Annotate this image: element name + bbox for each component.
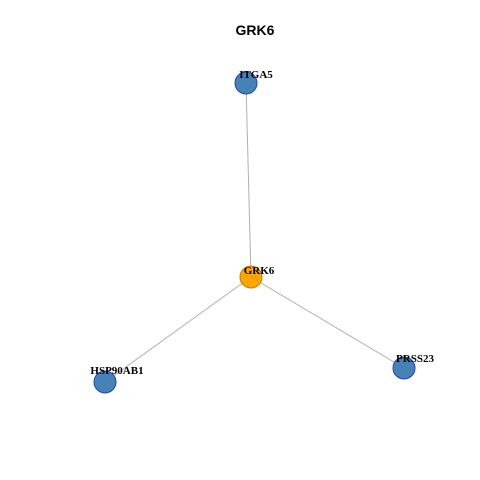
node-grk6 [239, 265, 263, 289]
diagram-title: GRK6 [236, 22, 275, 38]
node-hsp90ab1 [93, 370, 117, 394]
edge-grk6-hsp90ab1 [104, 276, 252, 383]
node-prss23 [392, 356, 416, 380]
node-label-hsp90ab1: HSP90AB1 [90, 365, 143, 377]
edges-layer [104, 82, 405, 383]
node-label-prss23: PRSS23 [396, 353, 434, 365]
edge-grk6-itga5 [245, 82, 252, 278]
node-label-grk6: GRK6 [244, 265, 275, 277]
edge-grk6-prss23 [250, 276, 405, 369]
node-itga5 [234, 71, 258, 95]
node-label-itga5: ITGA5 [239, 69, 273, 81]
nodes-layer [93, 71, 416, 394]
